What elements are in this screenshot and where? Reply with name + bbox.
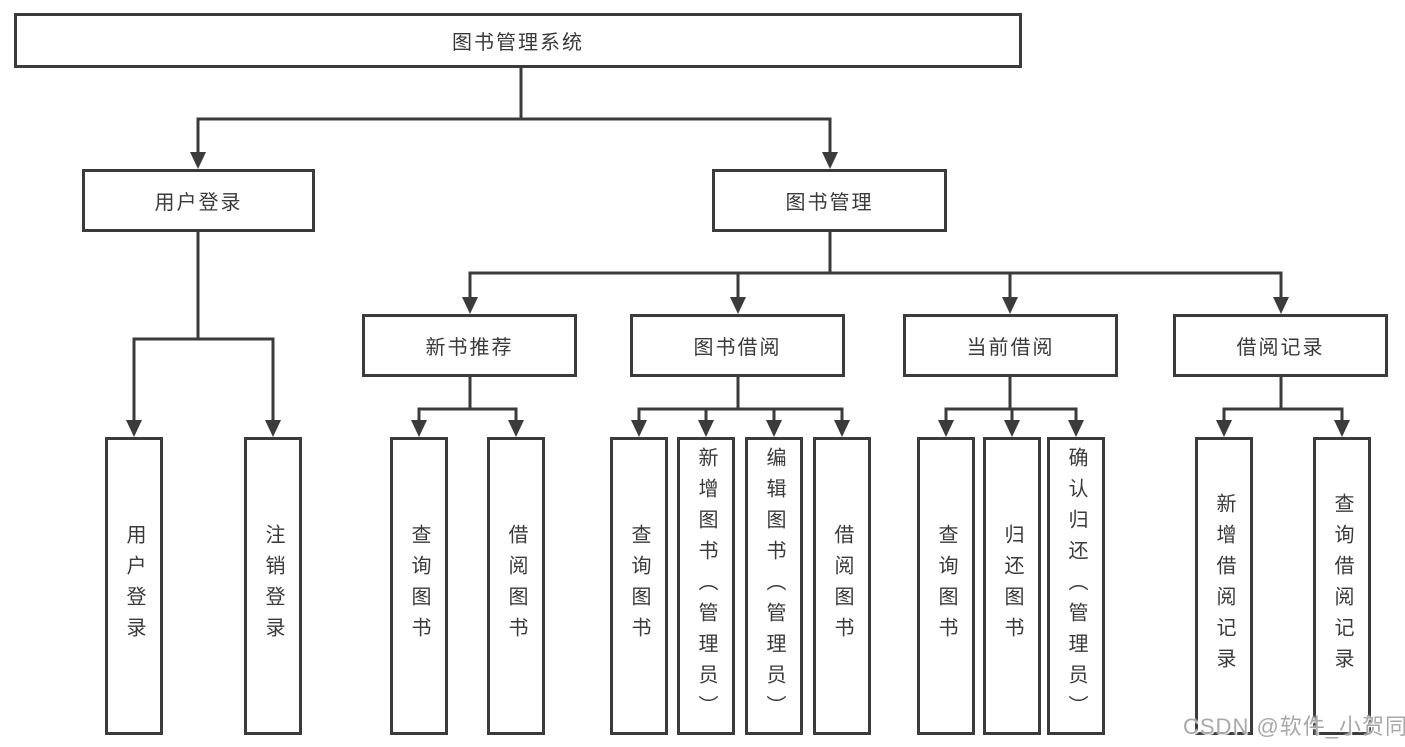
leaf-bb-add-books-admin-label: 新增图书（管理员） xyxy=(695,446,717,726)
leaf-br-add-record-label: 新增借阅记录 xyxy=(1213,493,1235,679)
leaf-bb-edit-books-admin: 编辑图书（管理员） xyxy=(745,437,803,735)
leaf-cb-return-books-label: 归还图书 xyxy=(1001,524,1023,648)
leaf-logout-label: 注销登录 xyxy=(262,524,284,648)
leaf-rec-query-books: 查询图书 xyxy=(390,437,448,735)
leaf-rec-borrow-books-label: 借阅图书 xyxy=(505,524,527,648)
leaf-bb-query-books-label: 查询图书 xyxy=(628,524,650,648)
leaf-rec-query-books-label: 查询图书 xyxy=(408,524,430,648)
leaf-bb-borrow-books: 借阅图书 xyxy=(813,437,871,735)
leaf-cb-confirm-return-admin-label: 确认归还（管理员） xyxy=(1065,446,1087,726)
leaf-cb-return-books: 归还图书 xyxy=(983,437,1041,735)
node-library-management-system-label: 图书管理系统 xyxy=(452,32,584,54)
node-book-borrowing-label: 图书借阅 xyxy=(693,337,782,359)
leaf-br-query-record-label: 查询借阅记录 xyxy=(1331,493,1353,679)
leaf-logout: 注销登录 xyxy=(244,437,302,735)
leaf-bb-add-books-admin: 新增图书（管理员） xyxy=(677,437,735,735)
leaf-rec-borrow-books: 借阅图书 xyxy=(487,437,545,735)
node-library-management-system: 图书管理系统 xyxy=(14,13,1022,68)
node-new-book-recommendation-label: 新书推荐 xyxy=(425,337,514,359)
leaf-cb-query-books-label: 查询图书 xyxy=(935,524,957,648)
leaf-cb-confirm-return-admin: 确认归还（管理员） xyxy=(1047,437,1105,735)
leaf-cb-query-books: 查询图书 xyxy=(917,437,975,735)
leaf-bb-borrow-books-label: 借阅图书 xyxy=(831,524,853,648)
leaf-user-login-label: 用户登录 xyxy=(123,524,145,648)
leaf-user-login: 用户登录 xyxy=(105,437,163,735)
node-book-management: 图书管理 xyxy=(712,169,947,232)
node-user-login: 用户登录 xyxy=(82,169,315,232)
node-current-borrowing-label: 当前借阅 xyxy=(966,337,1055,359)
node-borrowing-records: 借阅记录 xyxy=(1173,314,1388,377)
node-book-management-label: 图书管理 xyxy=(785,192,874,214)
node-book-borrowing: 图书借阅 xyxy=(630,314,845,377)
node-borrowing-records-label: 借阅记录 xyxy=(1236,337,1325,359)
leaf-br-add-record: 新增借阅记录 xyxy=(1195,437,1253,735)
node-user-login-label: 用户登录 xyxy=(154,192,243,214)
csdn-watermark: CSDN @软件_小贺同学 xyxy=(1183,714,1405,739)
node-current-borrowing: 当前借阅 xyxy=(903,314,1118,377)
leaf-bb-edit-books-admin-label: 编辑图书（管理员） xyxy=(763,446,785,726)
leaf-bb-query-books: 查询图书 xyxy=(610,437,668,735)
node-new-book-recommendation: 新书推荐 xyxy=(362,314,577,377)
leaf-br-query-record: 查询借阅记录 xyxy=(1313,437,1371,735)
